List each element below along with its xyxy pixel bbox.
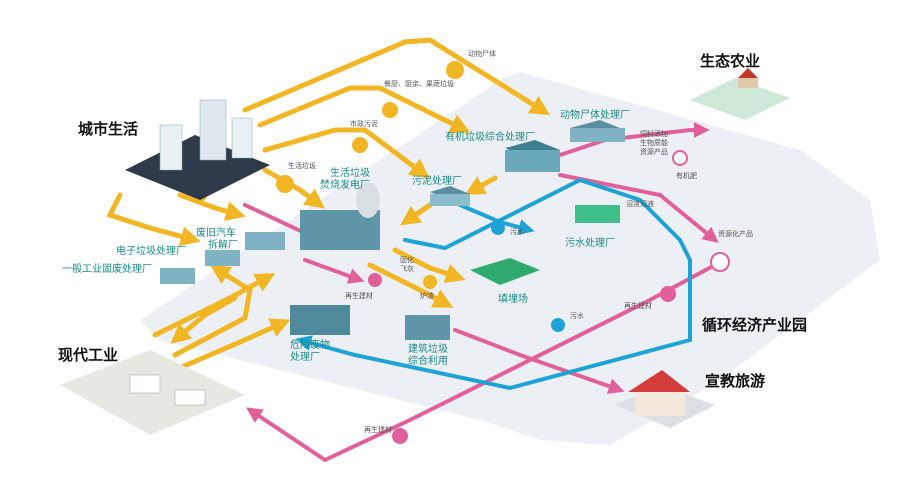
flow-label-municipal-sludge: 市政污泥: [350, 119, 378, 128]
facility-label-landfill: 填埋场: [498, 292, 528, 305]
hub-label-city: 城市生活: [78, 120, 138, 138]
facility-label-organic: 有机垃圾综合处理厂: [445, 130, 535, 143]
flow-label-fertilizer: 有机肥: [676, 171, 697, 180]
kitchen-flow-icon: [382, 102, 398, 118]
flow-label-feed-3: 资源产品: [640, 147, 668, 156]
flow-line-ewaste-to-industry: [170, 295, 238, 344]
flow-label-fly-ash-2: 飞灰: [400, 264, 414, 273]
flow-label-bottom-ash: 炉渣: [420, 291, 434, 300]
flow-line-industry-to-hazardous: [172, 318, 291, 373]
flow-label-kitchen: 餐厨、厨余、果蔬垃圾: [384, 79, 454, 88]
hub-illustrations: [60, 68, 790, 435]
facility-label-hazardous-1: 危险废物: [290, 338, 330, 351]
car-plant-body: [245, 232, 285, 250]
flow-label-feed-1: 饲料添加: [640, 129, 668, 138]
hub-label-industry: 现代工业: [58, 346, 118, 364]
tourism-house-body: [635, 392, 685, 416]
tourism-house-roof: [628, 370, 690, 392]
flow-line-ash: [392, 247, 466, 284]
flow-line-recycled-park: [303, 258, 365, 284]
flow-line-sewage-main: [295, 177, 692, 391]
facility-buildings: [160, 120, 625, 340]
flow-label-fly-ash-1: 固化: [400, 255, 414, 264]
flow-label-sewage-2: 污水: [570, 311, 584, 320]
fertilizer-flow-icon: [672, 150, 688, 166]
flow-line-animal: [242, 37, 551, 116]
flow-label-recycled-2: 再生建材: [624, 301, 652, 310]
flow-line-city-to-car: [177, 192, 246, 221]
facility-label-construction-1: 建筑垃圾: [408, 342, 448, 355]
agriculture-barn: [738, 68, 758, 78]
industry-building-1: [129, 374, 161, 394]
facility-label-car-2: 拆解厂: [208, 238, 238, 251]
animal-flow-icon: [446, 61, 464, 79]
flow-line-city-to-ewaste: [106, 192, 201, 247]
organic-plant-body: [505, 150, 560, 172]
animal-plant-body: [570, 128, 625, 142]
agriculture-barn-body: [738, 78, 758, 88]
agriculture-platform: [690, 78, 790, 120]
ewaste-plant-body: [205, 250, 240, 266]
facility-label-car-1: 废旧汽车: [196, 226, 236, 239]
flow-line-sludge-to-power: [400, 202, 433, 226]
recycled-flow-icon-3: [392, 428, 408, 444]
sewage-flow-icon-2: [551, 318, 565, 332]
flow-line-organic-to-sludge: [464, 175, 498, 195]
facility-label-construction-2: 综合利用: [408, 354, 448, 367]
flow-label-resource: 资源化产品: [718, 229, 753, 238]
flow-line-biogas: [558, 173, 719, 244]
hub-label-eco-park: 循环经济产业园: [702, 316, 807, 334]
flow-line-fertilizer: [543, 122, 710, 162]
facility-label-sludge: 污泥处理厂: [412, 174, 462, 187]
flow-line-kitchen: [257, 85, 471, 133]
facility-label-animal: 动物尸体处理厂: [560, 108, 630, 121]
flow-label-sewage-1: 污水: [510, 227, 524, 236]
city-tower-3: [231, 117, 253, 159]
flow-label-biogas: 沼渣沼液: [626, 199, 654, 208]
flow-line-solid-to-industry: [172, 264, 253, 358]
domestic-flow-icon: [276, 175, 294, 193]
flow-label-animal: 动物尸体: [468, 49, 496, 58]
yellow-flows: [106, 37, 551, 373]
flow-label-recycled-1: 再生建材: [345, 291, 373, 300]
flow-label-feed-2: 生物质能: [640, 138, 668, 147]
facility-label-power-1: 生活垃圾: [330, 166, 370, 179]
flow-line-construction-tourism: [453, 328, 625, 394]
city-tower-2: [159, 124, 183, 171]
flow-line-sludge: [262, 127, 430, 179]
sludge-flow-icon: [352, 137, 368, 153]
flow-line-slag: [367, 262, 454, 308]
resource-flow-icon: [710, 252, 730, 272]
facility-label-power-2: 焚烧发电厂: [320, 178, 370, 191]
ash-flow-icon: [423, 275, 437, 289]
flow-label-recycled-3: 再生建材: [364, 425, 392, 434]
facility-label-ewaste: 电子垃圾处理厂: [116, 244, 186, 257]
city-tower-1: [199, 99, 227, 161]
solid-plant-body: [160, 268, 195, 284]
facility-label-sewage: 污水处理厂: [565, 237, 615, 249]
construction-plant-body: [405, 315, 450, 340]
recycled-flow-icon-2: [660, 286, 676, 302]
sludge-plant-body: [430, 194, 470, 206]
hazardous-plant-body: [290, 305, 350, 335]
hub-label-agriculture: 生态农业: [700, 52, 760, 70]
flow-label-domestic: 生活垃圾: [288, 161, 316, 170]
sewage-flow-icon-1: [491, 221, 505, 235]
facility-label-hazardous-2: 处理厂: [290, 351, 320, 363]
facility-label-solid: 一般工业固废处理厂: [62, 262, 152, 275]
sewage-plant-pool: [575, 205, 620, 223]
hub-label-tourism: 宣教旅游: [705, 372, 765, 390]
flow-icons: [193, 61, 730, 444]
landfill-shape: [470, 258, 540, 285]
recycled-flow-icon-1: [368, 273, 382, 287]
power-plant-tower: [356, 182, 380, 218]
flow-line-domestic: [262, 167, 325, 209]
industry-building-2: [174, 389, 206, 406]
